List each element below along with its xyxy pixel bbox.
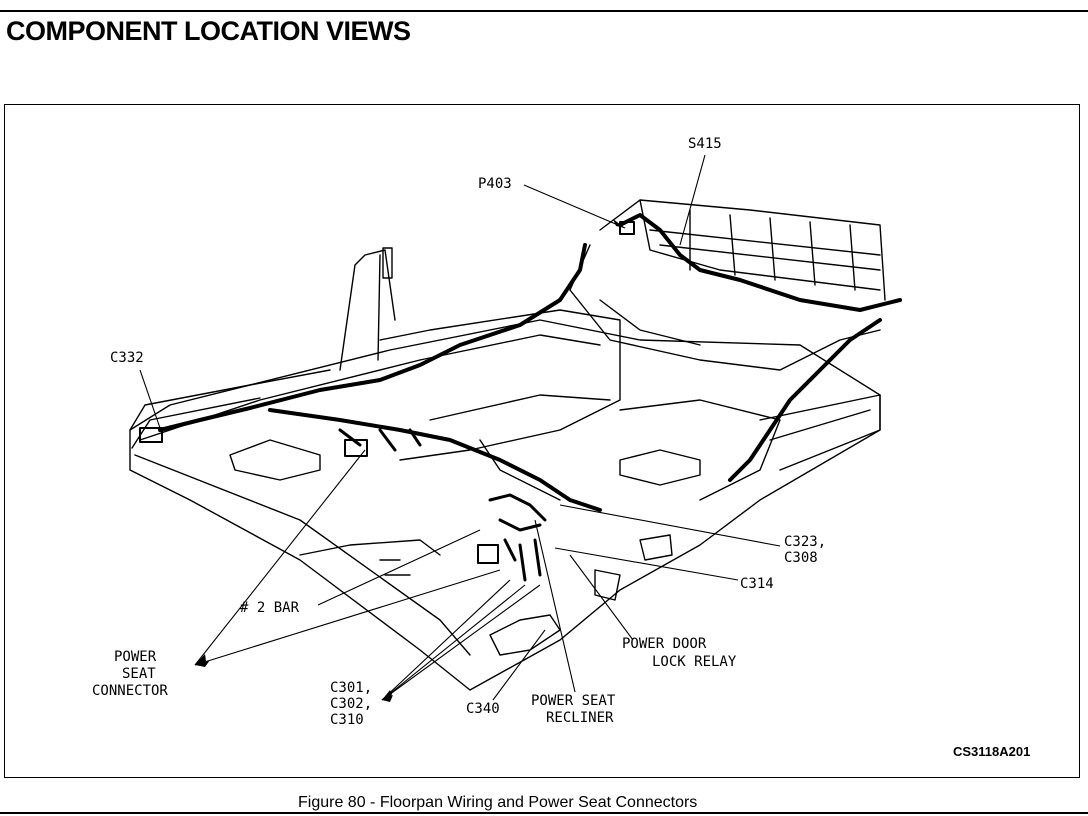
- leader-c323: [559, 504, 781, 547]
- leader-bar2: [317, 529, 481, 606]
- left-sill: [129, 369, 331, 431]
- page-title: COMPONENT LOCATION VIEWS: [6, 16, 411, 46]
- label-bar2: # 2 BAR: [240, 600, 300, 616]
- left-floor-panel: [229, 439, 321, 481]
- label-c310: C310: [330, 712, 364, 728]
- label-s415: S415: [688, 136, 722, 152]
- label-c301: C301,: [330, 680, 372, 696]
- top-rule: [0, 10, 1088, 12]
- bottom-rule: [0, 812, 1088, 814]
- label-c314: C314: [740, 576, 774, 592]
- leader-p403: [523, 184, 626, 229]
- figure-caption: Figure 80 - Floorpan Wiring and Power Se…: [298, 794, 698, 811]
- leader-s415: [679, 154, 706, 246]
- label-psr-1: POWER SEAT: [531, 693, 616, 709]
- label-psc-1: POWER: [114, 649, 157, 665]
- left-pillar: [339, 249, 396, 371]
- figure-code: CS3118A201: [953, 744, 1030, 759]
- label-p403: P403: [478, 176, 512, 192]
- label-c323: C323,: [784, 534, 826, 550]
- label-power-door-2: LOCK RELAY: [652, 654, 737, 670]
- label-psr-2: RECLINER: [546, 710, 614, 726]
- right-sill: [759, 394, 881, 471]
- figure-frame: [4, 104, 1080, 778]
- leader-psc-2: [194, 569, 501, 666]
- label-c332: C332: [110, 350, 144, 366]
- power-seat-recliner-part: [489, 614, 561, 656]
- rear-floor: [569, 244, 881, 371]
- leader-door-relay: [569, 554, 634, 641]
- right-harness: [618, 213, 902, 312]
- leader-c314: [554, 547, 739, 581]
- label-c340: C340: [466, 701, 500, 717]
- label-psc-2: SEAT: [122, 666, 156, 682]
- leader-psc-1: [194, 449, 366, 666]
- label-psc-3: CONNECTOR: [92, 683, 168, 699]
- rear-seat-frame: [599, 199, 886, 301]
- left-harness: [158, 243, 587, 432]
- floorpan-outline: [129, 319, 881, 691]
- label-power-door-1: POWER DOOR: [622, 636, 707, 652]
- label-c302: C302,: [330, 696, 372, 712]
- leader-c301-a: [381, 579, 511, 701]
- connector-cluster: [488, 493, 547, 582]
- leader-psr: [534, 519, 576, 693]
- right-floor-panel: [619, 449, 701, 486]
- leader-c301-b: [381, 584, 526, 701]
- leader-c332: [139, 369, 161, 429]
- label-c308: C308: [784, 550, 818, 566]
- leader-c340: [492, 629, 546, 701]
- leader-c301-c: [381, 584, 541, 701]
